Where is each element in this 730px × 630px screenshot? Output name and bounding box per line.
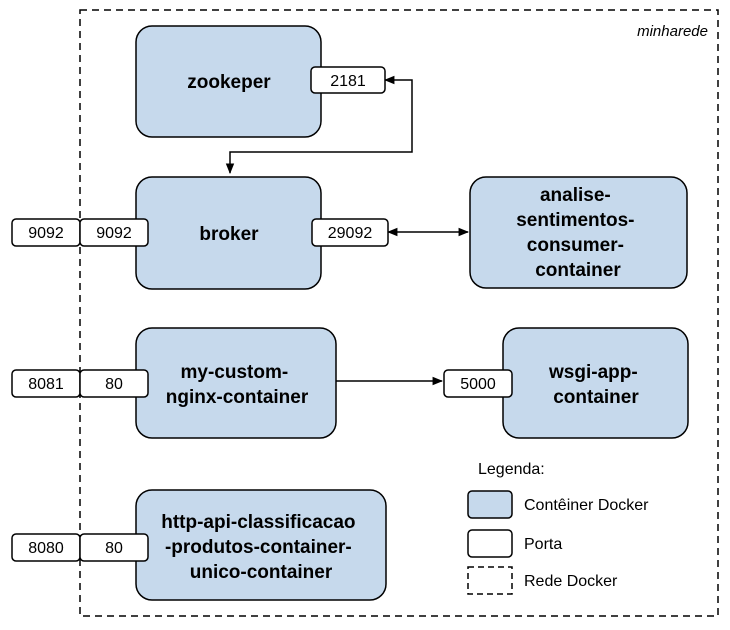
svg-text:5000: 5000 bbox=[460, 376, 496, 393]
port-http-api-host-8080: 8080 bbox=[11, 533, 81, 562]
svg-text:80: 80 bbox=[105, 540, 123, 557]
svg-text:29092: 29092 bbox=[328, 225, 373, 242]
port-nginx-internal-80: 80 bbox=[79, 369, 149, 398]
network-label: minharede bbox=[637, 23, 708, 40]
container-zookeeper: zookeper bbox=[135, 25, 322, 138]
svg-text:8080: 8080 bbox=[28, 540, 64, 557]
legend-network-swatch bbox=[467, 566, 513, 595]
container-label: zookeper bbox=[187, 72, 271, 93]
port-zookeeper-2181: 2181 bbox=[310, 66, 386, 94]
container-analise-sentimentos: analise- sentimentos- consumer- containe… bbox=[469, 176, 688, 289]
svg-text:80: 80 bbox=[105, 376, 123, 393]
svg-text:9092: 9092 bbox=[96, 225, 132, 242]
container-broker: broker bbox=[135, 176, 322, 290]
container-http-api: http-api-classificacao -produtos-contain… bbox=[135, 489, 387, 601]
legend-port-label: Porta bbox=[524, 536, 562, 553]
svg-text:9092: 9092 bbox=[28, 225, 64, 242]
container-label: broker bbox=[199, 224, 259, 245]
legend-network-label: Rede Docker bbox=[524, 573, 618, 590]
legend-title: Legenda: bbox=[478, 461, 545, 478]
container-nginx: my-custom- nginx-container bbox=[135, 327, 337, 439]
port-broker-internal-9092: 9092 bbox=[79, 218, 149, 247]
legend-container-swatch bbox=[467, 490, 513, 519]
port-wsgi-5000: 5000 bbox=[443, 369, 513, 398]
legend-container-label: Contêiner Docker bbox=[524, 497, 649, 514]
container-wsgi-app: wsgi-app- container bbox=[502, 327, 689, 439]
container-label: wsgi-app- container bbox=[548, 362, 643, 408]
docker-network-boundary bbox=[79, 9, 719, 617]
legend-port-swatch bbox=[467, 529, 513, 558]
container-label: my-custom- nginx-container bbox=[166, 362, 309, 408]
port-nginx-host-8081: 8081 bbox=[11, 369, 81, 398]
container-label: http-api-classificacao -produtos-contain… bbox=[161, 512, 361, 583]
port-http-api-internal-80: 80 bbox=[79, 533, 149, 562]
svg-text:2181: 2181 bbox=[330, 73, 366, 90]
container-label: analise- sentimentos- consumer- containe… bbox=[516, 185, 640, 281]
svg-text:8081: 8081 bbox=[28, 376, 64, 393]
port-broker-host-9092: 9092 bbox=[11, 218, 81, 247]
port-broker-29092: 29092 bbox=[311, 218, 389, 247]
connector-zookeeper-broker bbox=[225, 75, 413, 175]
legend: Legenda: Contêiner Docker Porta Rede Doc… bbox=[467, 461, 649, 595]
